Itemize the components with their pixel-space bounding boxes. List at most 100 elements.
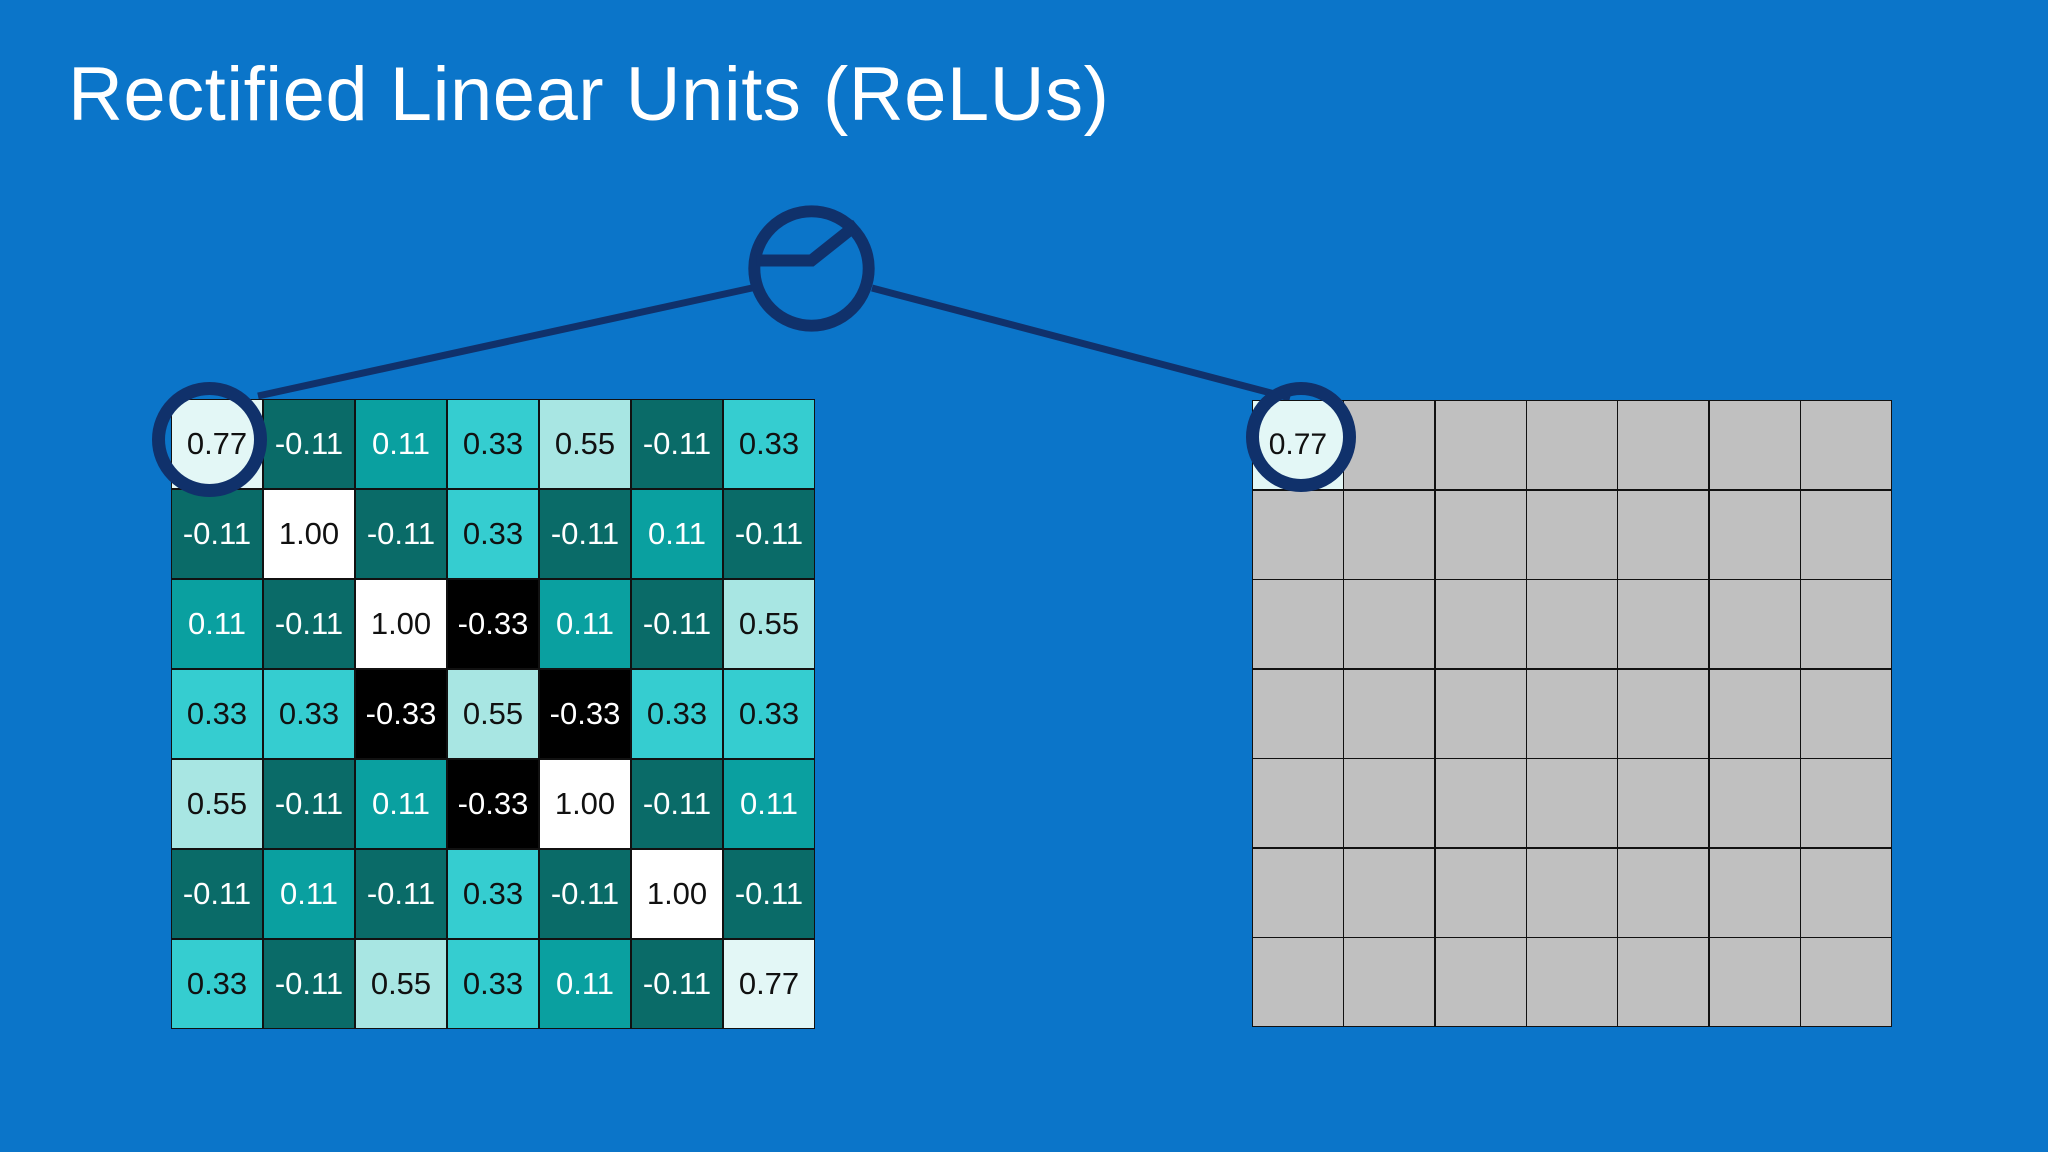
heatmap-cell xyxy=(1618,490,1709,579)
heatmap-cell xyxy=(1344,669,1435,758)
heatmap-cell xyxy=(1344,848,1435,937)
heatmap-cell xyxy=(1527,938,1617,1026)
heatmap-cell xyxy=(1527,848,1617,937)
heatmap-cell xyxy=(1527,401,1617,489)
heatmap-cell xyxy=(1435,490,1526,579)
input-highlight-ring xyxy=(152,382,267,497)
heatmap-cell xyxy=(1618,938,1709,1026)
heatmap-cell xyxy=(1435,669,1526,758)
connector-left-line xyxy=(257,284,753,400)
heatmap-cell xyxy=(1344,490,1435,579)
heatmap-cell: 0.33 xyxy=(172,670,262,758)
heatmap-cell xyxy=(1435,848,1526,937)
heatmap-cell: -0.11 xyxy=(540,850,630,938)
heatmap-cell: 0.33 xyxy=(724,670,814,758)
heatmap-cell: 1.00 xyxy=(540,760,630,848)
heatmap-cell xyxy=(1435,759,1526,847)
heatmap-cell: 0.33 xyxy=(448,490,538,578)
heatmap-cell: -0.11 xyxy=(264,580,354,668)
heatmap-cell: 0.33 xyxy=(448,940,538,1028)
heatmap-cell: 0.55 xyxy=(172,760,262,848)
heatmap-cell xyxy=(1253,490,1343,579)
heatmap-cell: -0.11 xyxy=(724,850,814,938)
heatmap-cell: 0.11 xyxy=(540,940,630,1028)
heatmap-cell: 0.55 xyxy=(540,400,630,488)
heatmap-cell: -0.33 xyxy=(448,760,538,848)
output-highlight-ring xyxy=(1246,382,1356,492)
heatmap-cell xyxy=(1709,848,1800,937)
heatmap-cell xyxy=(1527,669,1617,758)
heatmap-cell xyxy=(1709,669,1800,758)
relu-function-icon xyxy=(748,205,875,332)
heatmap-cell xyxy=(1709,759,1800,847)
heatmap-cell: 0.33 xyxy=(448,400,538,488)
heatmap-cell xyxy=(1618,580,1709,668)
heatmap-cell xyxy=(1344,401,1435,489)
heatmap-cell: -0.11 xyxy=(632,580,722,668)
heatmap-cell xyxy=(1527,580,1617,668)
heatmap-cell: 0.33 xyxy=(172,940,262,1028)
heatmap-cell xyxy=(1253,669,1343,758)
heatmap-cell xyxy=(1801,759,1891,847)
heatmap-cell: 0.11 xyxy=(356,760,446,848)
heatmap-cell: 0.33 xyxy=(448,850,538,938)
page-title: Rectified Linear Units (ReLUs) xyxy=(68,52,1110,137)
heatmap-cell: 0.55 xyxy=(724,580,814,668)
heatmap-cell: 1.00 xyxy=(264,490,354,578)
heatmap-cell: 0.55 xyxy=(356,940,446,1028)
heatmap-cell: -0.11 xyxy=(172,490,262,578)
heatmap-cell xyxy=(1801,848,1891,937)
heatmap-cell xyxy=(1618,759,1709,847)
heatmap-cell xyxy=(1435,580,1526,668)
heatmap-cell: 1.00 xyxy=(356,580,446,668)
heatmap-cell xyxy=(1435,401,1526,489)
heatmap-cell: 0.11 xyxy=(632,490,722,578)
heatmap-cell: -0.11 xyxy=(632,400,722,488)
heatmap-cell: 0.11 xyxy=(356,400,446,488)
heatmap-cell: -0.11 xyxy=(540,490,630,578)
heatmap-cell xyxy=(1253,580,1343,668)
heatmap-cell xyxy=(1253,938,1343,1026)
heatmap-cell xyxy=(1709,490,1800,579)
heatmap-cell xyxy=(1344,580,1435,668)
heatmap-cell: 0.33 xyxy=(264,670,354,758)
heatmap-cell: -0.33 xyxy=(448,580,538,668)
heatmap-cell xyxy=(1527,759,1617,847)
heatmap-cell: 0.11 xyxy=(264,850,354,938)
heatmap-cell xyxy=(1709,401,1800,489)
heatmap-cell xyxy=(1709,938,1800,1026)
heatmap-cell xyxy=(1801,938,1891,1026)
heatmap-cell xyxy=(1618,848,1709,937)
heatmap-cell: 0.33 xyxy=(724,400,814,488)
heatmap-cell xyxy=(1618,401,1709,489)
heatmap-cell xyxy=(1435,938,1526,1026)
heatmap-cell xyxy=(1801,490,1891,579)
heatmap-cell: -0.33 xyxy=(356,670,446,758)
heatmap-cell: -0.11 xyxy=(264,940,354,1028)
heatmap-cell xyxy=(1344,759,1435,847)
heatmap-cell: -0.11 xyxy=(264,400,354,488)
heatmap-cell xyxy=(1801,580,1891,668)
heatmap-cell xyxy=(1344,938,1435,1026)
output-feature-map-grid: 0.77 xyxy=(1252,400,1892,1027)
heatmap-cell: 0.11 xyxy=(540,580,630,668)
heatmap-cell xyxy=(1801,401,1891,489)
heatmap-cell: 0.11 xyxy=(172,580,262,668)
connector-right-line xyxy=(871,284,1291,402)
heatmap-cell xyxy=(1618,669,1709,758)
heatmap-cell: -0.11 xyxy=(264,760,354,848)
heatmap-cell: 0.11 xyxy=(724,760,814,848)
heatmap-cell: -0.11 xyxy=(172,850,262,938)
heatmap-cell xyxy=(1709,580,1800,668)
heatmap-cell xyxy=(1527,490,1617,579)
heatmap-cell xyxy=(1253,848,1343,937)
heatmap-cell: -0.33 xyxy=(540,670,630,758)
heatmap-cell: 0.77 xyxy=(724,940,814,1028)
heatmap-cell: 0.55 xyxy=(448,670,538,758)
heatmap-cell xyxy=(1253,759,1343,847)
heatmap-cell: 1.00 xyxy=(632,850,722,938)
heatmap-cell: -0.11 xyxy=(632,940,722,1028)
heatmap-cell: -0.11 xyxy=(356,850,446,938)
